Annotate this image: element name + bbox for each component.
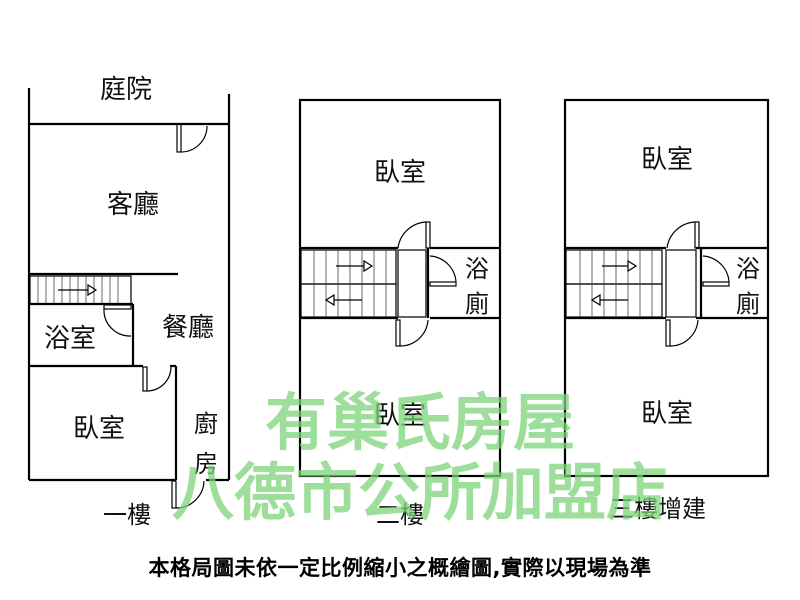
door-living xyxy=(176,123,208,153)
label-living-room: 客廳 xyxy=(107,190,159,220)
label-first-floor: 一樓 xyxy=(103,501,151,529)
label-bath-second-2: 廁 xyxy=(465,290,489,318)
door-bedroom-back-third xyxy=(665,319,699,347)
label-dining-room: 餐廳 xyxy=(162,313,214,343)
door-kitchen xyxy=(171,480,205,509)
label-bedroom-back-third: 臥室 xyxy=(641,399,693,429)
watermark-line-1: 有巢氏房屋 xyxy=(265,386,575,459)
second-floor-plan: 臥室 浴 廁 臥室 二樓 xyxy=(298,98,502,529)
door-bath-third xyxy=(702,255,730,287)
label-bedroom-front-third: 臥室 xyxy=(641,145,693,175)
disclaimer-footnote: 本格局圖未依一定比例縮小之概繪圖,實際以現場為準 xyxy=(148,556,652,580)
label-bath-first: 浴室 xyxy=(44,324,96,354)
door-bath-first xyxy=(103,304,132,337)
label-bath-third-2: 廁 xyxy=(736,290,760,318)
label-bedroom-first: 臥室 xyxy=(73,414,125,444)
third-floor-plan: 臥室 浴 廁 臥室 三樓增建 xyxy=(563,98,770,523)
label-third-floor: 三樓增建 xyxy=(610,495,706,523)
label-kitchen-1: 廚 xyxy=(194,410,218,438)
door-bedroom-front-third xyxy=(666,221,700,249)
label-second-floor: 二樓 xyxy=(376,501,424,529)
label-courtyard: 庭院 xyxy=(100,75,152,105)
door-bath-second xyxy=(429,255,457,287)
watermark-line-2: 八德市公所加盟店 xyxy=(172,456,668,529)
label-bedroom-back-second: 臥室 xyxy=(374,401,426,431)
label-bedroom-front-second: 臥室 xyxy=(374,158,426,188)
first-floor-plan: 庭院 客廳 浴室 餐廳 臥室 廚 房 一樓 xyxy=(27,75,231,529)
label-kitchen-2: 房 xyxy=(194,450,218,478)
label-bath-third-1: 浴 xyxy=(736,255,760,283)
label-bath-second-1: 浴 xyxy=(465,255,489,283)
door-bedroom-front-second xyxy=(397,221,431,249)
watermark: 有巢氏房屋 八德市公所加盟店 xyxy=(172,386,668,529)
door-bedroom-back-second xyxy=(395,319,429,347)
door-bedroom-first xyxy=(142,366,172,392)
